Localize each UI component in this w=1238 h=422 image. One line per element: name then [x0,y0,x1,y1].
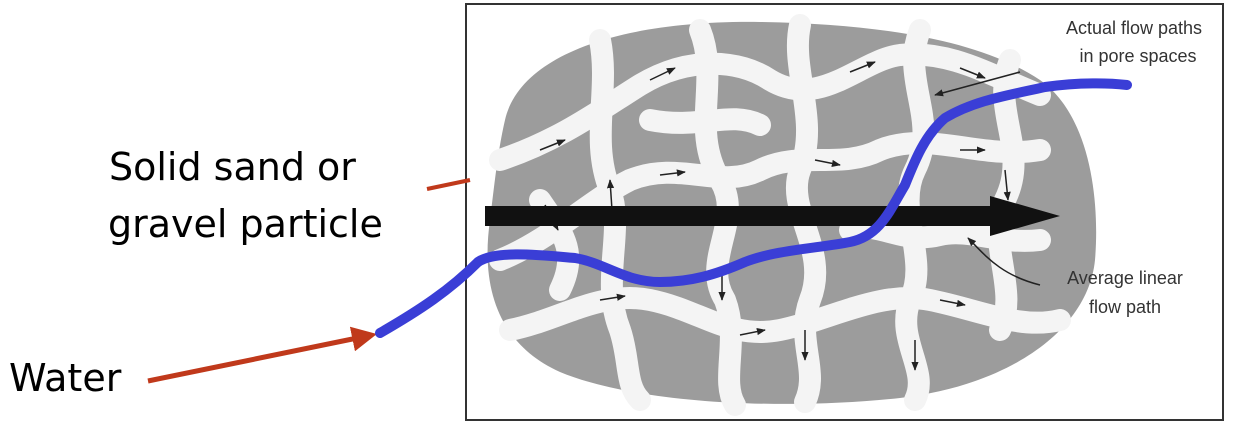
solid-particle-pointer [427,180,470,189]
actual-paths-label-line2: in pore spaces [1079,46,1196,66]
water-pointer-arrow [148,335,372,381]
actual-paths-label-line1: Actual flow paths [1066,18,1202,38]
average-path-label-line1: Average linear [1067,268,1183,288]
average-path-label-line2: flow path [1089,297,1161,317]
